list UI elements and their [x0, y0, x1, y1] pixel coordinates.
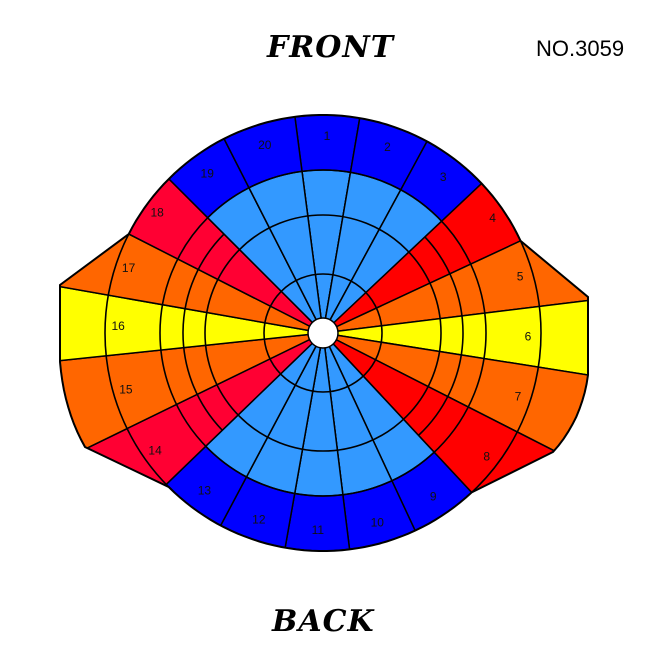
side-ring: [417, 236, 464, 436]
section-label: 6: [525, 330, 532, 344]
chart-number: NO.3059: [536, 36, 625, 61]
section-label: 8: [483, 449, 490, 463]
section-label: 9: [430, 489, 437, 503]
back-label: BACK: [272, 604, 375, 639]
outline: [59, 114, 589, 552]
side-ring: [182, 233, 225, 431]
section-17[interactable]: [0, 150, 324, 334]
section-label: 7: [515, 389, 522, 403]
section-label: 10: [371, 515, 385, 529]
section-label: 19: [201, 167, 215, 181]
section-label: 1: [324, 129, 331, 143]
section-label: 2: [384, 140, 391, 154]
ring: [104, 115, 542, 551]
section-16[interactable]: [0, 262, 324, 376]
section-label: 3: [440, 170, 447, 184]
section-label: 5: [517, 269, 524, 283]
section-label: 14: [148, 444, 162, 458]
section-label: 11: [312, 523, 325, 537]
section-6[interactable]: [322, 283, 648, 397]
front-label: FRONT: [267, 30, 395, 65]
section-14[interactable]: [0, 332, 324, 611]
ring: [159, 169, 487, 497]
section-label: 16: [111, 319, 125, 333]
section-label: 4: [489, 211, 496, 225]
section-5[interactable]: [322, 162, 648, 334]
center-circle: [307, 317, 339, 349]
ring: [263, 273, 383, 393]
section-label: 20: [258, 138, 272, 152]
section-label: 18: [150, 206, 164, 220]
section-label: 17: [122, 261, 136, 275]
section-label: 13: [198, 483, 212, 497]
ring: [204, 214, 442, 452]
section-label: 12: [252, 512, 266, 526]
section-label: 15: [119, 383, 133, 397]
